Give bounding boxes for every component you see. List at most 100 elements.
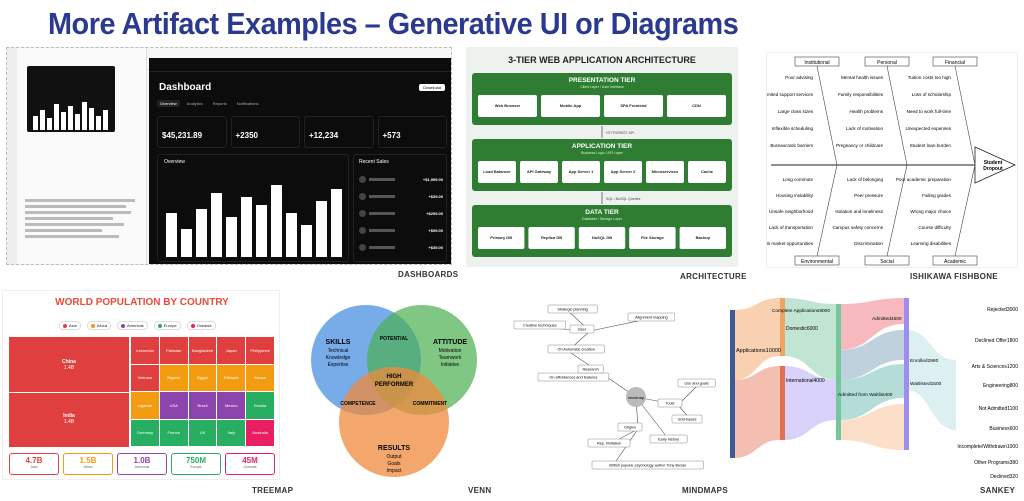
sankey-flow: [784, 366, 836, 440]
dashboard-title: Dashboard: [159, 82, 212, 93]
tier-box: [478, 95, 537, 117]
fishbone-bone: [816, 164, 838, 257]
sales-name-line: [369, 195, 395, 198]
tier-link-label: SQL / NoSQL Queries: [606, 197, 641, 201]
legend-label: Africa: [96, 323, 108, 328]
sankey-label: Declined Offer1800: [975, 338, 1018, 344]
treemap-cell: Pakistan: [159, 337, 188, 364]
sankey-label: Waitlisted1500: [910, 381, 942, 387]
sankey-label: Applications10000: [736, 348, 781, 354]
fishbone-cause: Family responsibilities: [838, 92, 884, 97]
sankey-flow: [840, 364, 904, 420]
overview-bar: [241, 197, 252, 257]
download-button[interactable]: Download: [419, 84, 445, 91]
fishbone-cause: Lack of belonging: [847, 177, 883, 182]
mindmap-node: [671, 414, 703, 424]
treemap-cell: Nigeria: [159, 364, 188, 391]
avatar: [359, 193, 366, 200]
caption-treemap: TREEMAP: [252, 486, 294, 495]
sales-person: [359, 227, 395, 234]
sankey-label: Enrolled2980: [910, 358, 939, 364]
sankey-label: Admitted from Waitlist400: [838, 392, 893, 398]
mindmap-node-label: Research: [582, 368, 598, 372]
treemap-cell: Vietnam: [131, 364, 159, 391]
tab-reports[interactable]: Reports: [212, 101, 227, 106]
tier-box-label: Microservices: [652, 169, 679, 174]
fishbone-bone: [816, 65, 838, 166]
sankey-node: [904, 298, 909, 450]
mindmap-node-label: Creative techniques: [523, 324, 557, 328]
sales-row: +$39.00: [359, 188, 443, 205]
fishbone-bone: [886, 65, 908, 166]
sankey-flow: [840, 298, 904, 350]
treemap-cell-india: India 1.4B: [9, 393, 129, 447]
mindmap-node-label: Rep. limitation: [597, 442, 621, 446]
treemap-cell: Australia: [246, 419, 274, 446]
tier-sub: Business Logic / API Layer: [581, 151, 623, 155]
sales-person: [359, 210, 395, 217]
sales-name-line: [369, 212, 395, 215]
fishbone-cause: Long commute: [783, 177, 814, 182]
treemap-cell: Egypt: [188, 364, 217, 391]
mindmap-node: [677, 378, 716, 388]
sankey-label: Arts & Sciences1200: [972, 364, 1019, 370]
mindmap-node-label: mindmap: [628, 395, 645, 400]
fishbone-cause: Wrong major choice: [910, 209, 951, 214]
sankey-label: Business600: [989, 426, 1018, 432]
fishbone-cause: Peer pressure: [854, 193, 883, 198]
tier-name: DATA TIER: [585, 209, 619, 216]
recent-sales-list: +$1,999.00+$39.00+$299.00+$99.00+$39.00: [359, 171, 443, 256]
tab-analytics[interactable]: Analytics: [186, 101, 203, 106]
stat-card: +573: [377, 116, 447, 148]
legend-label: Europe: [163, 323, 177, 328]
caption-mindmaps: MINDMAPS: [682, 486, 728, 495]
overview-bar: [286, 213, 297, 257]
fishbone-effect: Student: [984, 160, 1003, 166]
tier-box: [646, 161, 684, 183]
venn-svg: SKILLSTechnicalKnowledgeExpertiseATTITUD…: [311, 305, 477, 477]
tier-box-label: App Server 2: [611, 169, 636, 174]
overview-label: Overview: [164, 159, 185, 165]
stat-card: $45,231.89: [157, 116, 227, 148]
total-value: 45M: [242, 456, 258, 465]
tier-box: [478, 161, 516, 183]
tier-box-label: File Storage: [641, 235, 665, 240]
sales-person: [359, 193, 395, 200]
tier-box: [604, 95, 663, 117]
fishbone-category-label: Environmental: [801, 259, 833, 265]
fishbone-cause: Loss of scholarship: [912, 92, 952, 97]
fishbone-cause: Unexpected expenses: [906, 126, 952, 131]
sales-amount: +$99.00: [428, 228, 443, 233]
total-value: 1.5B: [79, 456, 97, 465]
venn-center: PERFORMER: [375, 382, 414, 388]
tier-box: [541, 95, 600, 117]
treemap-cell: Japan: [217, 337, 246, 364]
tab-overview[interactable]: Overview: [157, 100, 180, 107]
venn-sub: Knowledge: [326, 355, 351, 361]
fishbone-cause: Health problems: [850, 109, 884, 114]
dashboard-screenshot: Dashboard Download Overview Analytics Repo…: [6, 47, 452, 265]
sankey-label: Incomplete/Withdrawn1000: [957, 444, 1018, 450]
tier-box: [629, 227, 676, 249]
tier-name: PRESENTATION TIER: [569, 77, 636, 84]
treemap-cell: Germany: [131, 419, 159, 446]
tier-box-label: API Gateway: [527, 169, 552, 174]
legend-dot: [190, 323, 195, 328]
tier-box: [604, 161, 642, 183]
total-label: Oceania: [243, 465, 257, 469]
sankey-label: Declined320: [990, 474, 1018, 480]
mindmap-node: [649, 434, 688, 444]
tab-notifications[interactable]: Notifications: [236, 101, 259, 106]
total-label: Europe: [190, 465, 202, 469]
tier-box-label: Mobile App: [560, 103, 582, 108]
dashboard-topbar: [149, 58, 451, 72]
overview-card: Overview: [157, 154, 349, 262]
mindmap-node: [569, 324, 595, 334]
